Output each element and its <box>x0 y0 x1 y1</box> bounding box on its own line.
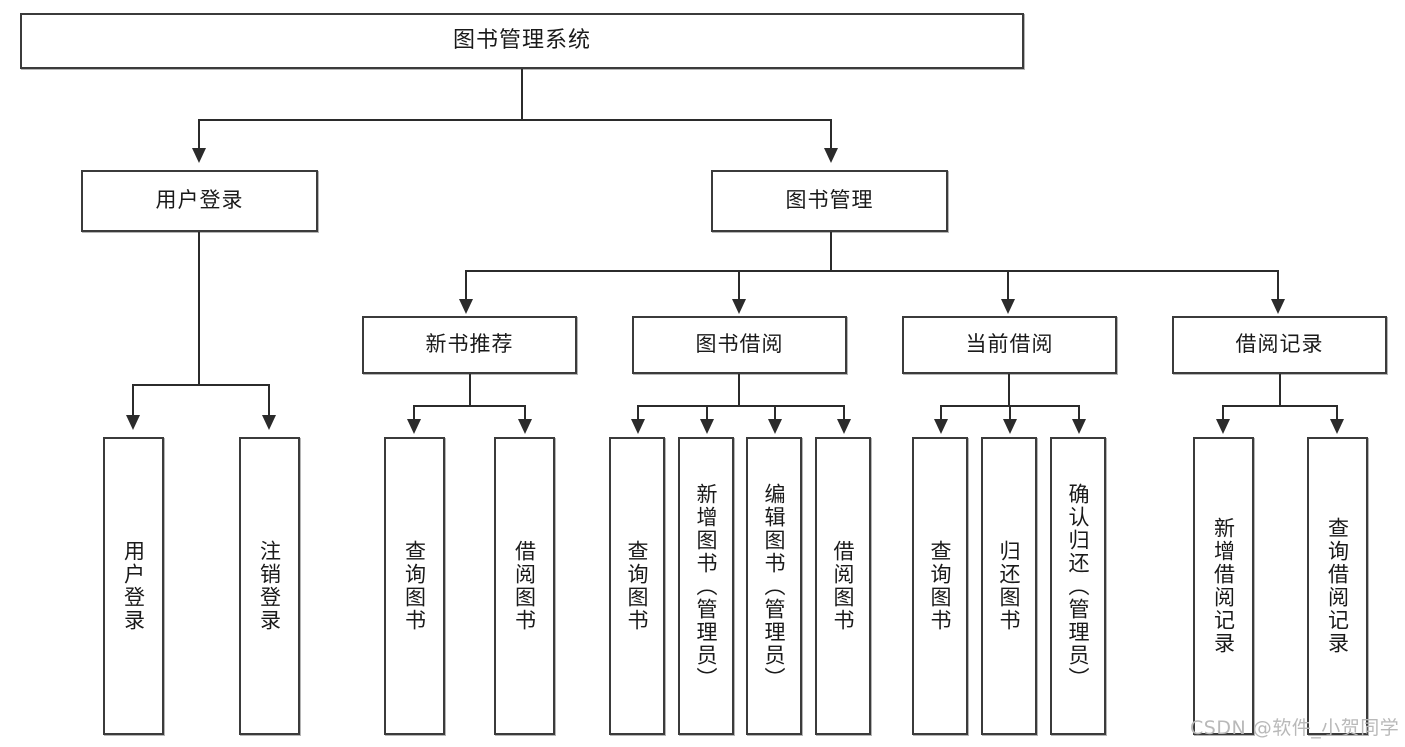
leaf-confirm-return-admin[interactable]: 确认归还（管理员） <box>1050 437 1106 735</box>
arrowhead-leaf-confirm-return <box>1072 419 1086 434</box>
node-book-borrow[interactable]: 图书借阅 <box>632 316 847 374</box>
node-book-manage[interactable]: 图书管理 <box>711 170 948 232</box>
node-label: 图书管理系统 <box>452 27 591 53</box>
node-label: 新增图书（管理员） <box>694 482 719 690</box>
arrowhead-leaf-add-book <box>700 419 714 434</box>
arrowhead-leaf-borrow-book-2 <box>837 419 851 434</box>
arrowhead-leaf-borrow-book-1 <box>518 419 532 434</box>
edge-borrow-drop-1 <box>637 405 639 421</box>
leaf-query-book-borrow[interactable]: 查询图书 <box>609 437 665 735</box>
node-label: 图书管理 <box>785 188 874 213</box>
edge-user-login-bus <box>132 384 268 386</box>
node-label: 查询图书 <box>402 540 427 632</box>
edge-record-drop-2 <box>1336 405 1338 421</box>
node-label: 查询图书 <box>928 540 953 632</box>
arrowhead-book-manage <box>824 148 838 163</box>
edge-user-login-stem <box>198 232 200 384</box>
edge-current-drop-2 <box>1009 405 1011 421</box>
node-label: 编辑图书（管理员） <box>762 482 787 690</box>
edge-to-book-manage <box>830 119 832 149</box>
node-label: 注销登录 <box>257 540 282 632</box>
edge-book-manage-stem <box>830 232 832 270</box>
node-label: 当前借阅 <box>965 332 1054 357</box>
node-label: 新书推荐 <box>425 332 514 357</box>
watermark-csdn: CSDN @软件_小贺同学 <box>1190 713 1399 740</box>
edge-current-stem <box>1008 374 1010 405</box>
edge-level3-drop-3 <box>1007 270 1009 301</box>
arrowhead-user-login <box>192 148 206 163</box>
edge-to-user-login <box>198 119 200 149</box>
edge-record-bus <box>1222 405 1338 407</box>
arrowhead-leaf-user-login <box>126 415 140 430</box>
leaf-query-book-current[interactable]: 查询图书 <box>912 437 968 735</box>
edge-root-stem <box>521 69 523 119</box>
arrowhead-new-book-recommend <box>459 299 473 314</box>
node-new-book-recommend[interactable]: 新书推荐 <box>362 316 577 374</box>
node-label: 查询图书 <box>625 540 650 632</box>
node-label: 用户登录 <box>121 540 146 632</box>
edge-user-login-drop-2 <box>268 384 270 417</box>
arrowhead-current-borrow <box>1001 299 1015 314</box>
leaf-add-book-admin[interactable]: 新增图书（管理员） <box>678 437 734 735</box>
edge-borrow-drop-3 <box>774 405 776 421</box>
leaf-edit-book-admin[interactable]: 编辑图书（管理员） <box>746 437 802 735</box>
leaf-add-borrow-record[interactable]: 新增借阅记录 <box>1193 437 1254 735</box>
watermark-text: CSDN @软件_小贺同学 <box>1190 717 1400 739</box>
arrowhead-leaf-query-book-3 <box>934 419 948 434</box>
edge-level2-bus <box>198 119 832 121</box>
edge-recommend-drop-1 <box>413 405 415 421</box>
node-label: 借阅图书 <box>512 540 537 632</box>
node-label: 查询借阅记录 <box>1325 517 1350 655</box>
edge-recommend-drop-2 <box>524 405 526 421</box>
edge-borrow-drop-2 <box>706 405 708 421</box>
edge-level3-bus <box>465 270 1279 272</box>
leaf-logout[interactable]: 注销登录 <box>239 437 300 735</box>
arrowhead-leaf-query-book-2 <box>631 419 645 434</box>
arrowhead-leaf-add-record <box>1216 419 1230 434</box>
leaf-query-borrow-record[interactable]: 查询借阅记录 <box>1307 437 1368 735</box>
edge-borrow-drop-4 <box>843 405 845 421</box>
edge-level3-drop-2 <box>738 270 740 301</box>
node-user-login[interactable]: 用户登录 <box>81 170 318 232</box>
edge-recommend-bus <box>413 405 526 407</box>
edge-current-drop-3 <box>1078 405 1080 421</box>
edge-record-stem <box>1279 374 1281 405</box>
edge-current-drop-1 <box>940 405 942 421</box>
leaf-borrow-book-recommend[interactable]: 借阅图书 <box>494 437 555 735</box>
arrowhead-leaf-edit-book <box>768 419 782 434</box>
edge-user-login-drop-1 <box>132 384 134 417</box>
arrowhead-leaf-query-book-1 <box>407 419 421 434</box>
edge-record-drop-1 <box>1222 405 1224 421</box>
node-label: 归还图书 <box>997 540 1022 632</box>
edge-recommend-stem <box>469 374 471 405</box>
node-label: 确认归还（管理员） <box>1066 482 1091 690</box>
node-label: 借阅图书 <box>831 540 856 632</box>
leaf-return-book[interactable]: 归还图书 <box>981 437 1037 735</box>
leaf-borrow-book[interactable]: 借阅图书 <box>815 437 871 735</box>
arrowhead-leaf-return-book <box>1003 419 1017 434</box>
leaf-user-login[interactable]: 用户登录 <box>103 437 164 735</box>
arrowhead-book-borrow <box>732 299 746 314</box>
leaf-query-book-recommend[interactable]: 查询图书 <box>384 437 445 735</box>
edge-borrow-stem <box>738 374 740 405</box>
edge-level3-drop-4 <box>1277 270 1279 301</box>
node-root-system[interactable]: 图书管理系统 <box>20 13 1024 69</box>
edge-borrow-bus <box>637 405 845 407</box>
edge-level3-drop-1 <box>465 270 467 301</box>
node-borrow-record[interactable]: 借阅记录 <box>1172 316 1387 374</box>
node-current-borrow[interactable]: 当前借阅 <box>902 316 1117 374</box>
node-label: 用户登录 <box>155 188 244 213</box>
node-label: 借阅记录 <box>1235 332 1324 357</box>
node-label: 新增借阅记录 <box>1211 517 1236 655</box>
arrowhead-borrow-record <box>1271 299 1285 314</box>
arrowhead-leaf-query-record <box>1330 419 1344 434</box>
arrowhead-leaf-logout <box>262 415 276 430</box>
node-label: 图书借阅 <box>695 332 784 357</box>
